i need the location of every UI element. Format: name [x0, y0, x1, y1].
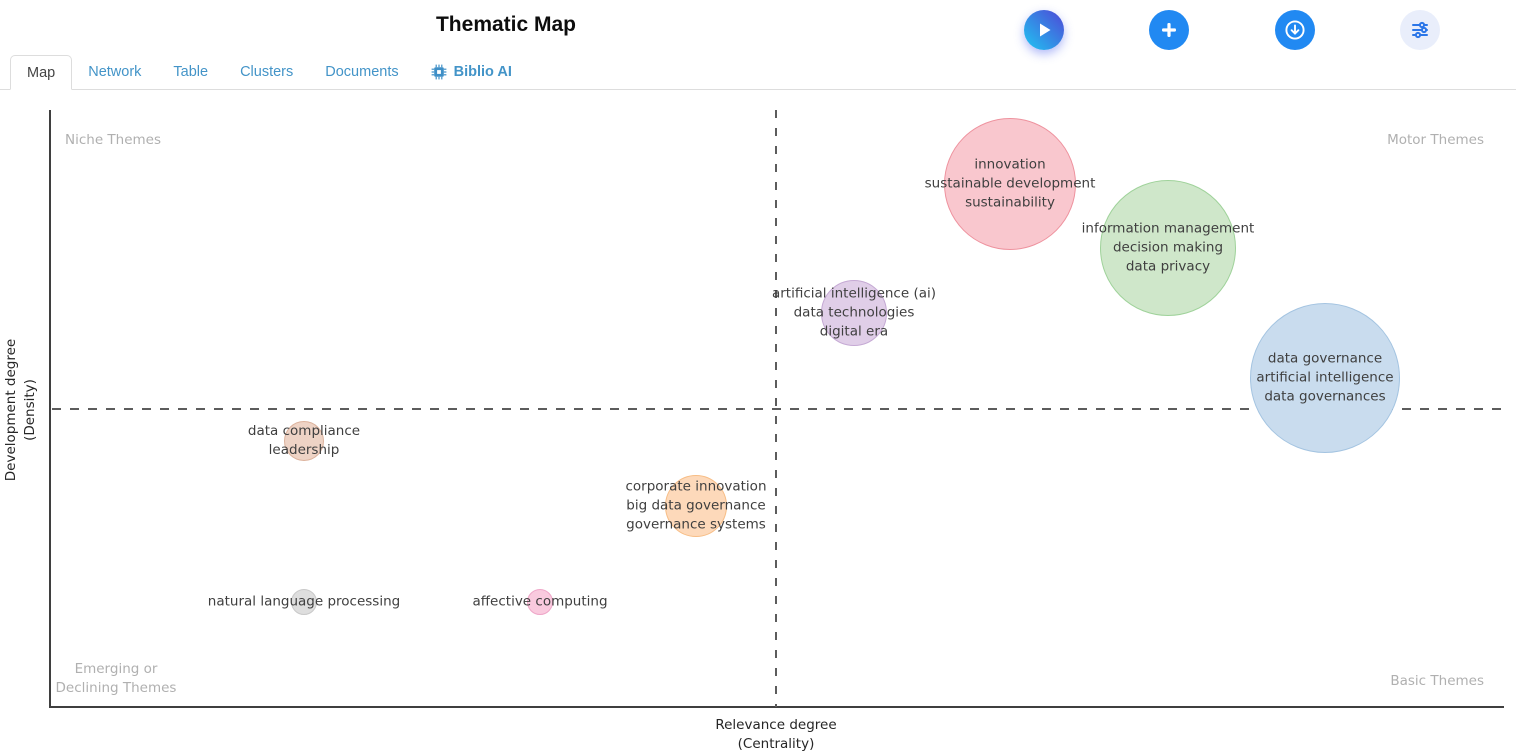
tab-map-label: Map: [27, 64, 56, 81]
theme-bubble-affective-computing[interactable]: [527, 589, 553, 615]
quadrant-label-basic-themes: Basic Themes: [1390, 673, 1484, 689]
tab-documents[interactable]: Documents: [309, 55, 414, 89]
x-axis-line: [49, 706, 1504, 708]
play-button[interactable]: [1024, 10, 1064, 50]
theme-bubble-artificial-intelligence-ai[interactable]: [821, 280, 887, 346]
tab-table[interactable]: Table: [157, 55, 224, 89]
y-axis-title: Development degree (Density): [3, 338, 38, 482]
tab-clusters-label: Clusters: [240, 64, 294, 80]
theme-bubble-natural-language-processing[interactable]: [291, 589, 317, 615]
density-divider-line: [52, 408, 1502, 410]
theme-bubble-information-management[interactable]: [1100, 180, 1236, 316]
quadrant-label-motor-themes: Motor Themes: [1387, 132, 1484, 148]
tab-map[interactable]: Map: [10, 55, 73, 90]
filters-button[interactable]: [1400, 10, 1440, 50]
tab-network[interactable]: Network: [72, 55, 157, 89]
plus-icon: [1159, 20, 1179, 40]
sliders-icon: [1409, 19, 1431, 41]
tab-bar: Map Network Table Clusters Documents: [0, 55, 1516, 90]
tab-biblio-ai-label: Biblio AI: [453, 64, 512, 80]
tab-network-label: Network: [88, 64, 142, 80]
theme-bubble-corporate-innovation[interactable]: [665, 475, 727, 537]
y-axis-line: [49, 110, 51, 707]
theme-bubble-innovation[interactable]: [944, 118, 1076, 250]
quadrant-label-emerging-declining-themes: Emerging or Declining Themes: [55, 661, 177, 696]
page-title: Thematic Map: [435, 13, 577, 36]
add-button[interactable]: [1149, 10, 1189, 50]
tab-biblio-ai[interactable]: Biblio AI: [415, 55, 528, 89]
download-button[interactable]: [1275, 10, 1315, 50]
x-axis-title: Relevance degree (Centrality): [715, 717, 837, 752]
thematic-map-chart: Niche Themes Motor Themes Emerging or De…: [0, 90, 1516, 752]
tab-documents-label: Documents: [325, 64, 399, 80]
tab-table-label: Table: [173, 64, 209, 80]
quadrant-label-niche-themes: Niche Themes: [65, 132, 162, 148]
theme-bubble-data-governance[interactable]: [1250, 303, 1400, 453]
tab-clusters[interactable]: Clusters: [224, 55, 309, 89]
play-icon: [1035, 21, 1053, 39]
chip-icon: [431, 64, 447, 80]
download-circle-icon: [1283, 18, 1307, 42]
theme-bubble-data-compliance[interactable]: [284, 421, 324, 461]
